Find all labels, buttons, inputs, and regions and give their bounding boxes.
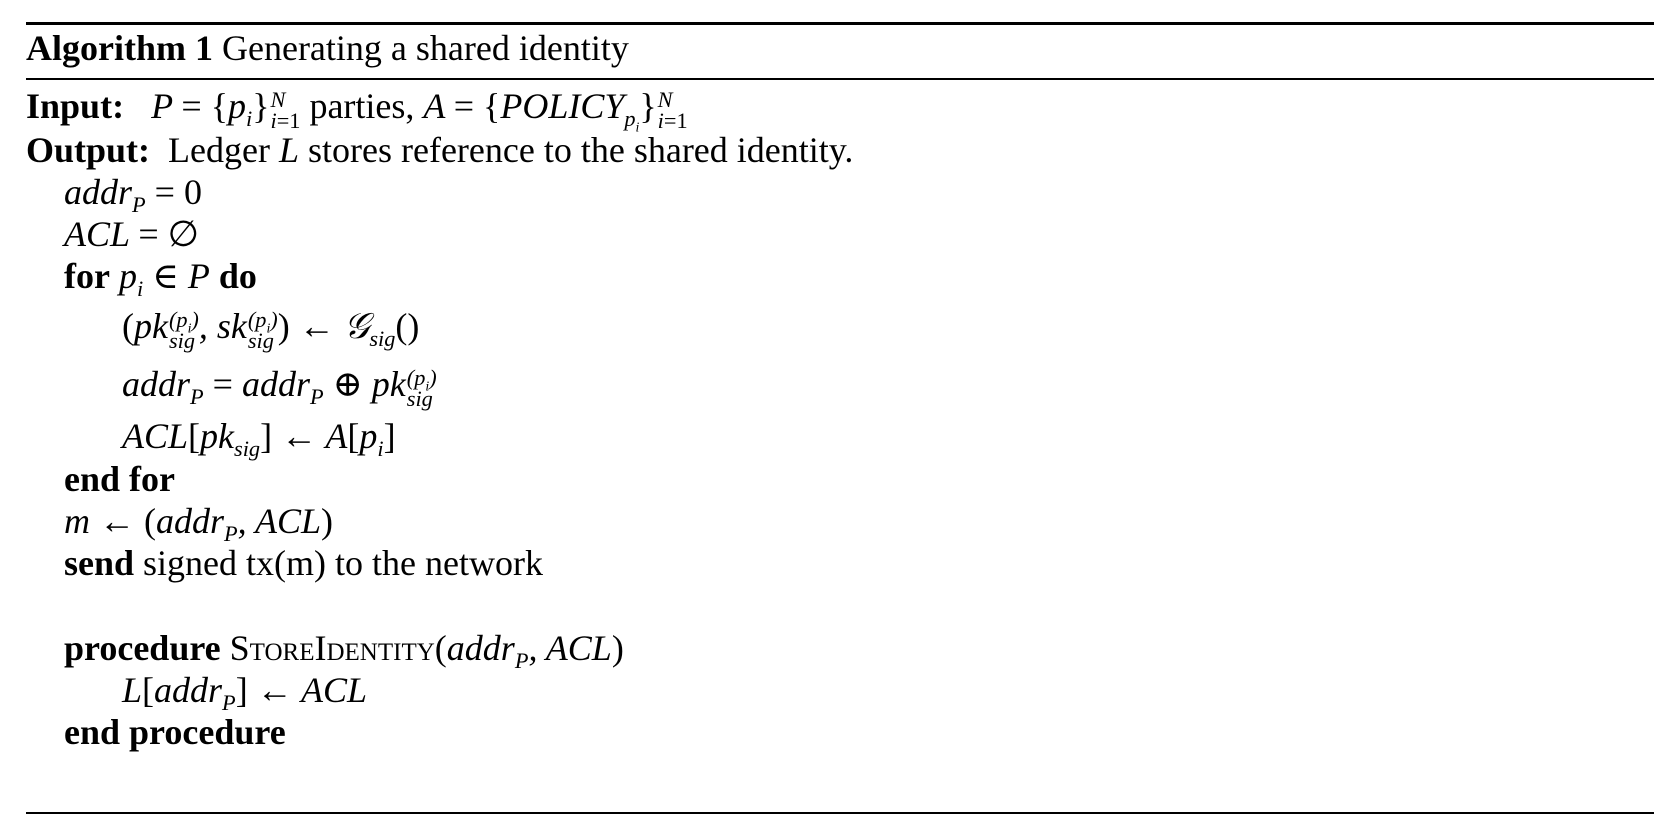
keyword-send: send	[64, 543, 135, 583]
procedure-name: StoreIdentity	[229, 628, 435, 668]
for-loop-header: for pi ∈ P do	[64, 254, 257, 302]
top-rule	[26, 22, 1654, 25]
procedure-args: (addrP, ACL)	[434, 628, 624, 674]
output-text-before: Ledger	[168, 130, 270, 170]
keyword-procedure: procedure	[64, 628, 221, 668]
addr-xor-statement: addrP = addrP ⊕ pk(pi)sig	[122, 364, 437, 411]
bottom-rule	[26, 812, 1654, 814]
init-addr-statement: addrP = 0	[64, 172, 202, 218]
procedure-header: procedure StoreIdentity(addrP, ACL)	[64, 626, 624, 674]
keyword-for: for	[64, 256, 110, 296]
send-text: signed tx(m) to the network	[143, 543, 543, 583]
output-label: Output:	[26, 130, 151, 170]
algorithm-title: Generating a shared identity	[221, 28, 629, 68]
for-iteration-math: pi ∈ P	[118, 256, 210, 302]
message-statement: m ← (addrP, ACL)	[64, 501, 334, 547]
algorithm-caption: Algorithm 1 Generating a shared identity	[26, 26, 629, 70]
input-label: Input:	[26, 86, 125, 126]
acl-assign-statement: ACL[pksig] ← A[pi]	[122, 416, 396, 462]
output-text-after: stores reference to the shared identity.	[308, 130, 854, 170]
keyword-do: do	[218, 256, 257, 296]
ledger-store-statement: L[addrP] ← ACL	[122, 670, 368, 716]
init-acl-statement: ACL = ∅	[64, 214, 200, 254]
output-line: Output: Ledger L stores reference to the…	[26, 128, 853, 172]
keygen-statement: (pk(pi)sig, sk(pi)sig) ← 𝒢sig()	[122, 306, 420, 353]
caption-rule	[26, 78, 1654, 80]
send-statement: send signed tx(m) to the network	[64, 541, 543, 585]
keyword-end-for: end for	[64, 459, 175, 499]
input-parties-text: parties,	[309, 86, 415, 126]
output-ledger-var: L	[278, 130, 299, 170]
keyword-end-procedure: end procedure	[64, 712, 286, 752]
algorithm-label: Algorithm 1	[26, 28, 213, 68]
